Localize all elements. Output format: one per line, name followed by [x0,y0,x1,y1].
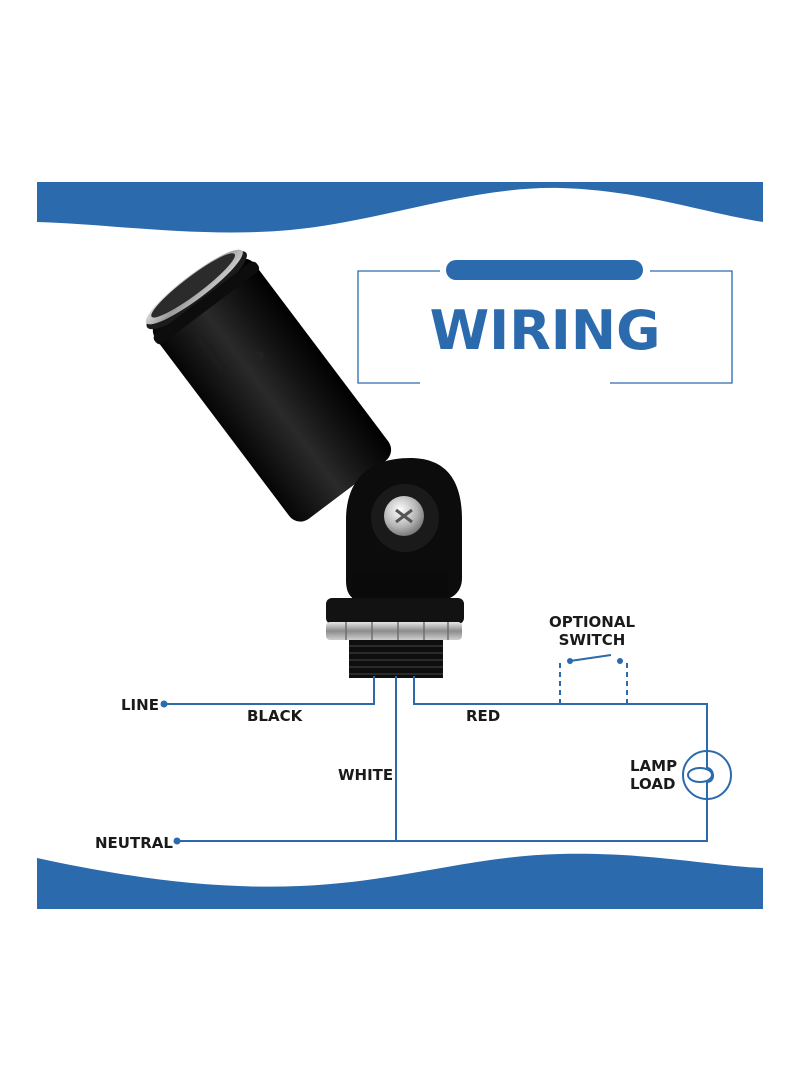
label-black: BLACK [247,707,304,725]
label-optional: OPTIONAL [549,613,635,631]
title-frame [357,260,733,384]
wires [160,654,732,845]
lock-nut [326,622,462,640]
switch-icon [569,654,612,662]
bottom-wave-band [37,853,763,909]
label-lamp: LAMP [630,757,677,775]
top-wave-band [37,182,763,233]
label-neutral: NEUTRAL [95,834,173,852]
title-bar [446,260,643,280]
label-switch: SWITCH [559,631,626,649]
label-red: RED [466,707,500,725]
black-wire [164,676,375,705]
neutral-wire [177,799,708,842]
photocell-device [145,249,464,678]
page-title: WIRING [430,299,661,362]
red-wire [413,676,708,751]
label-load: LOAD [630,775,675,793]
label-white: WHITE [338,766,393,784]
label-line: LINE [121,696,159,714]
